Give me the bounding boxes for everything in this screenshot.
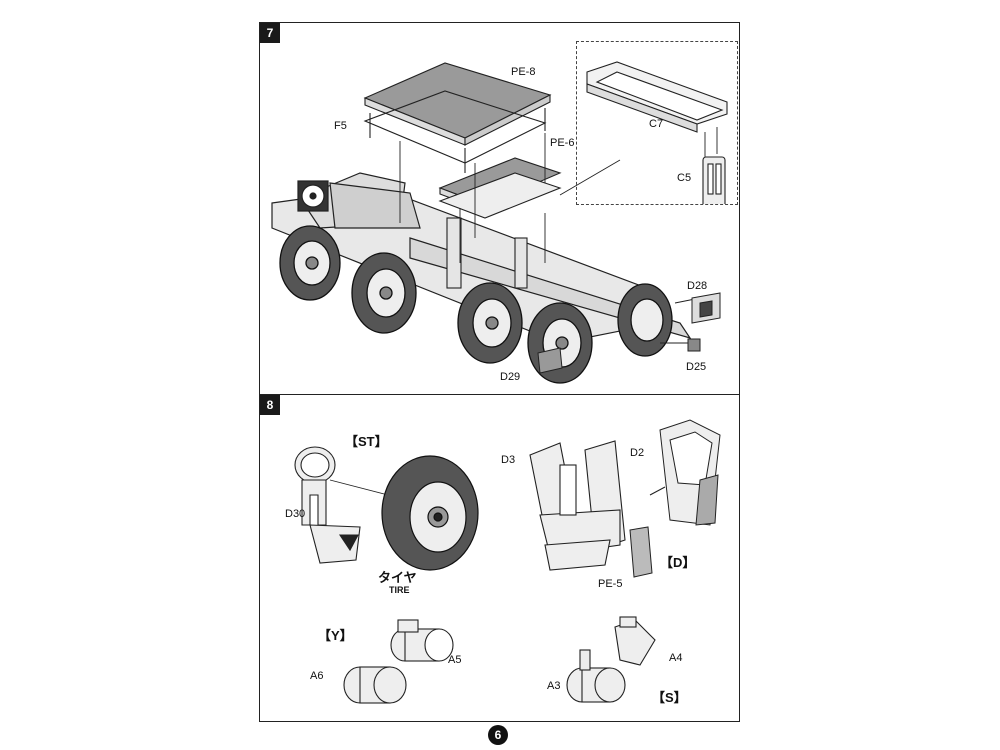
step-7-illustration bbox=[271, 62, 721, 384]
step-7-panel: 7 bbox=[259, 22, 740, 395]
label-a3: A3 bbox=[547, 680, 561, 692]
step-8-panel: 8 bbox=[259, 394, 740, 722]
label-pe-8: PE-8 bbox=[511, 66, 536, 78]
label-d25: D25 bbox=[686, 361, 707, 373]
page-number: 6 bbox=[488, 725, 508, 745]
label-a6: A6 bbox=[310, 670, 324, 682]
label-d2: D2 bbox=[630, 447, 645, 459]
label-d30: D30 bbox=[285, 508, 306, 520]
label-pe-6: PE-6 bbox=[550, 137, 575, 149]
label-a5: A5 bbox=[448, 654, 462, 666]
label-a4: A4 bbox=[669, 652, 683, 664]
tag-d: 【D】 bbox=[660, 555, 696, 570]
label-d29: D29 bbox=[500, 371, 521, 383]
label-c5: C5 bbox=[677, 172, 692, 184]
step-7-number: 7 bbox=[260, 23, 280, 43]
step-8-illustration bbox=[294, 419, 721, 704]
tag-st: 【ST】 bbox=[345, 434, 388, 449]
label-c7: C7 bbox=[649, 118, 664, 130]
label-d3: D3 bbox=[501, 454, 516, 466]
tire-label-english: TIRE bbox=[389, 585, 410, 595]
label-pe-5: PE-5 bbox=[598, 578, 623, 590]
tag-s: 【S】 bbox=[652, 690, 687, 705]
step-8-number: 8 bbox=[260, 395, 280, 415]
inset-illustration bbox=[586, 61, 728, 204]
tire-label-japanese: タイヤ bbox=[378, 570, 417, 585]
tag-y: 【Y】 bbox=[318, 628, 353, 643]
label-d28: D28 bbox=[687, 280, 708, 292]
detail-inset: C7 C5 bbox=[576, 41, 738, 205]
label-f5: F5 bbox=[334, 120, 347, 132]
